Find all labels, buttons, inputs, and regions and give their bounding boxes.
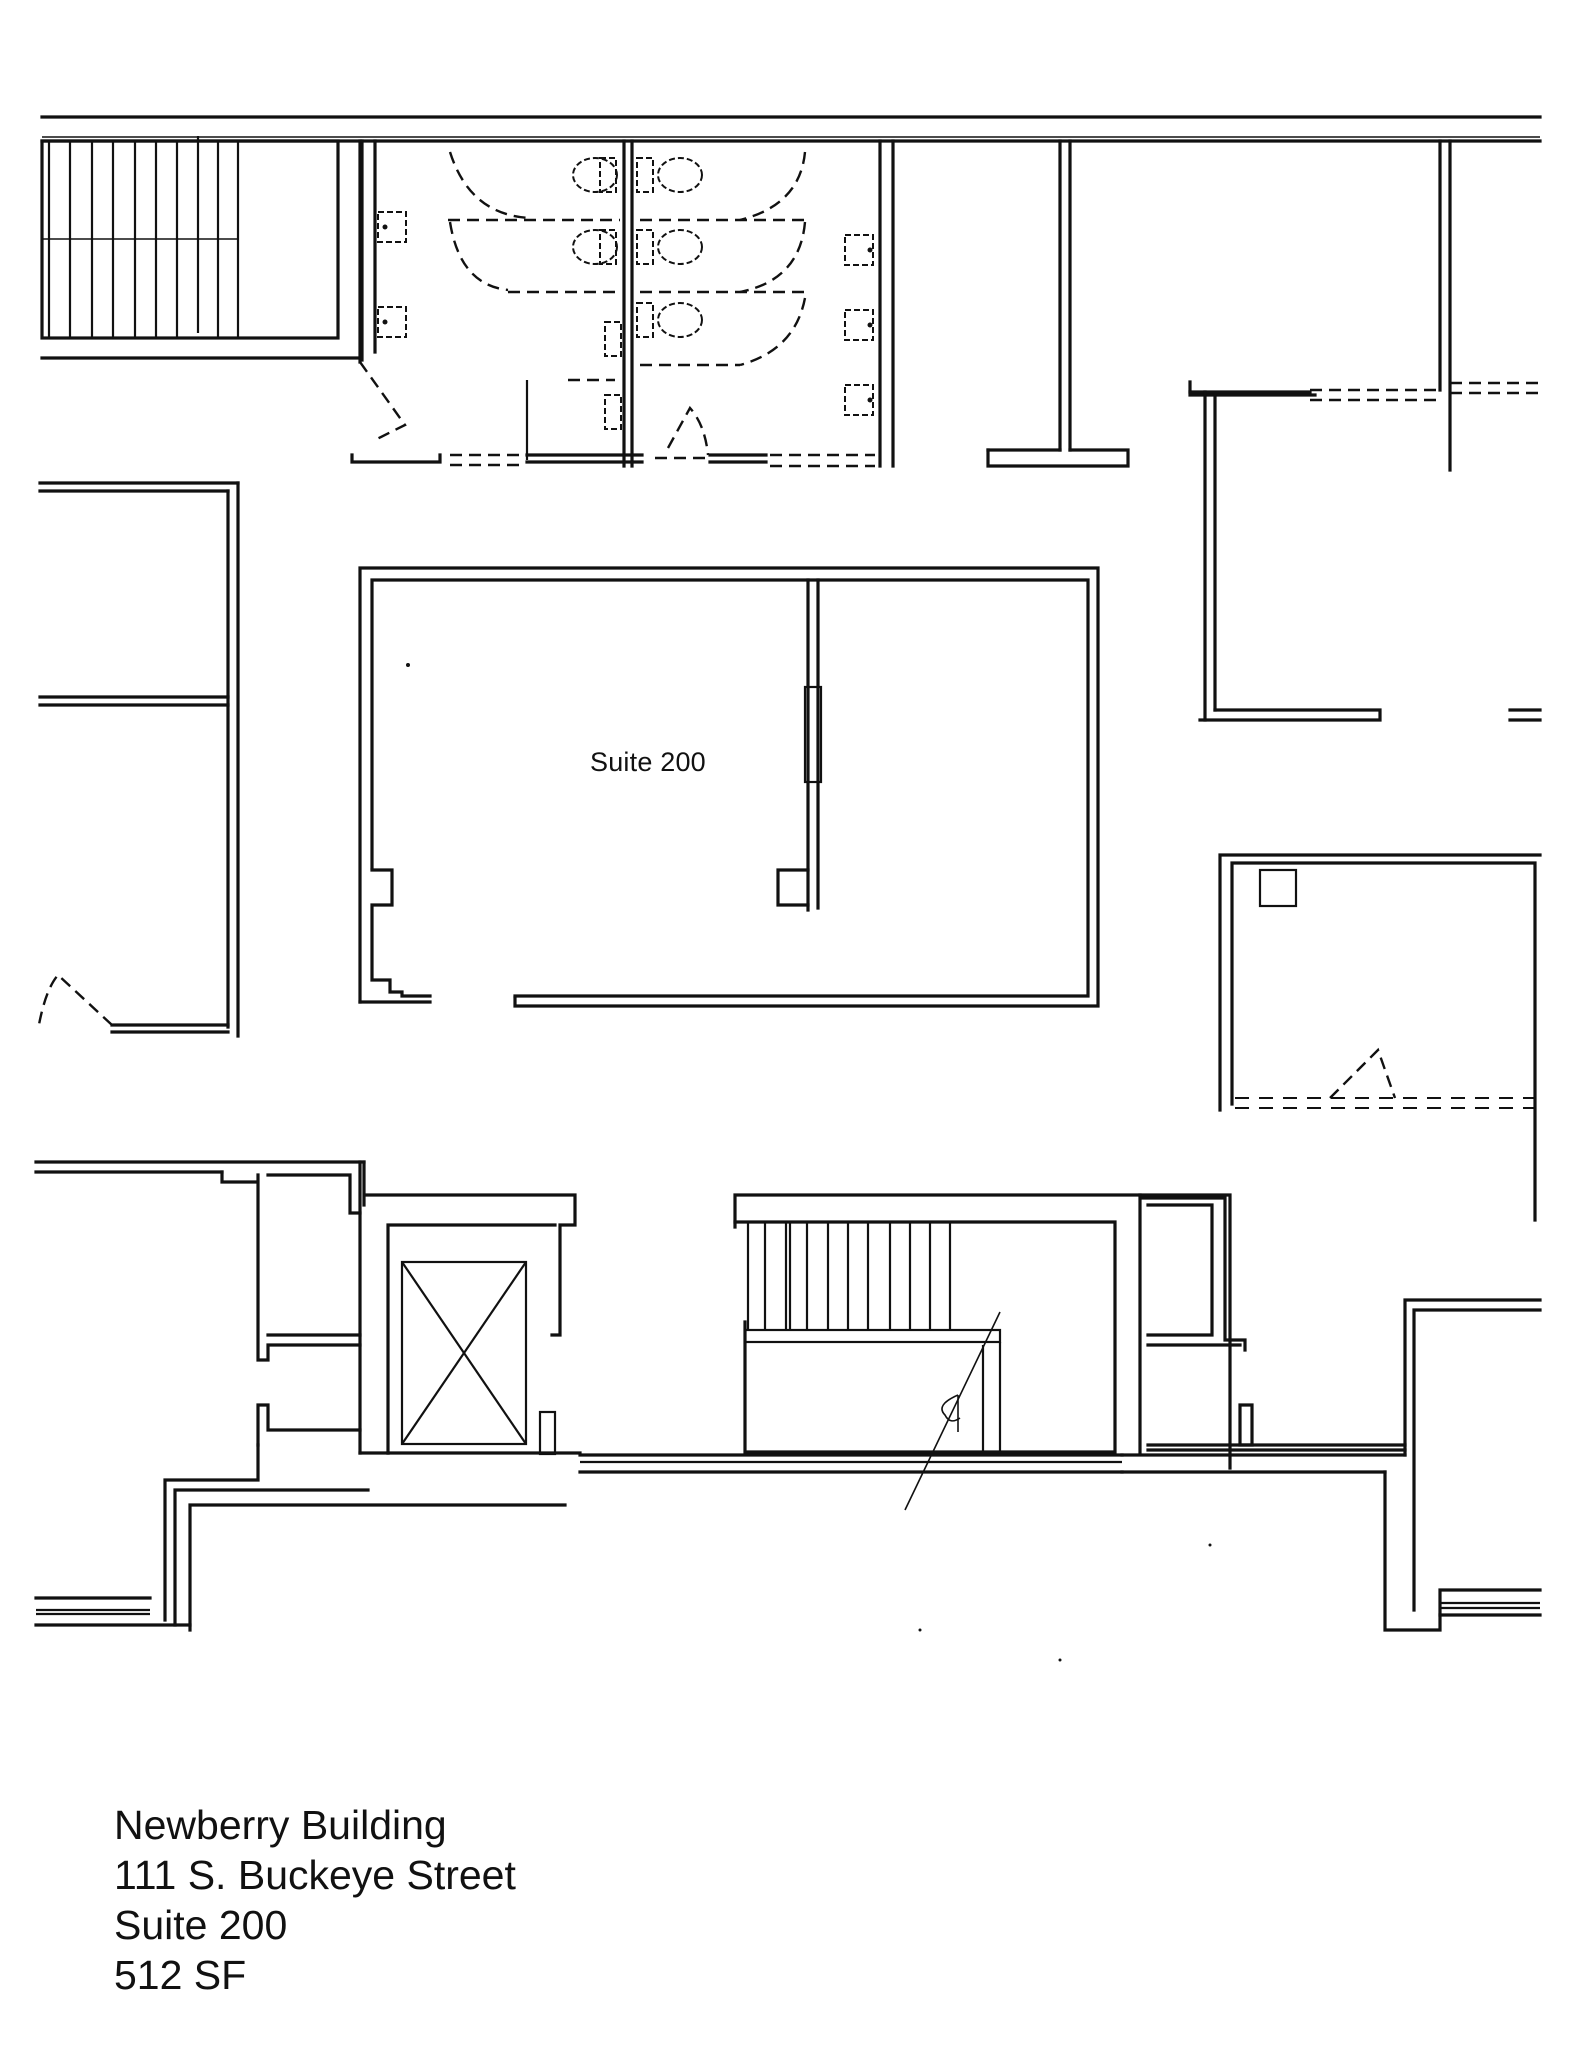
left-offices [36, 481, 240, 1038]
elevator-icon [358, 1193, 582, 1456]
lower-corridor-walls [578, 1298, 1542, 1632]
suite-200-room [358, 566, 1100, 1008]
suite-area: 512 SF [114, 1952, 247, 1998]
lower-left-block [34, 1160, 567, 1632]
building-address: 111 S. Buckeye Street [114, 1852, 516, 1898]
plan-caption: Newberry Building 111 S. Buckeye Street … [114, 1800, 516, 2000]
suite-number: Suite 200 [114, 1902, 288, 1948]
restroom-block [350, 139, 895, 468]
upper-right-rooms [986, 139, 1542, 722]
room-label-suite: Suite 200 [590, 747, 706, 777]
building-name: Newberry Building [114, 1802, 447, 1848]
right-lower-room [1218, 853, 1542, 1222]
stair-icon-lower [733, 1193, 1232, 1511]
scan-specks [406, 663, 1212, 1662]
top-corridor-walls [40, 115, 1542, 143]
lower-right-small-rooms [1138, 1193, 1407, 1455]
stair-icon [40, 136, 362, 364]
